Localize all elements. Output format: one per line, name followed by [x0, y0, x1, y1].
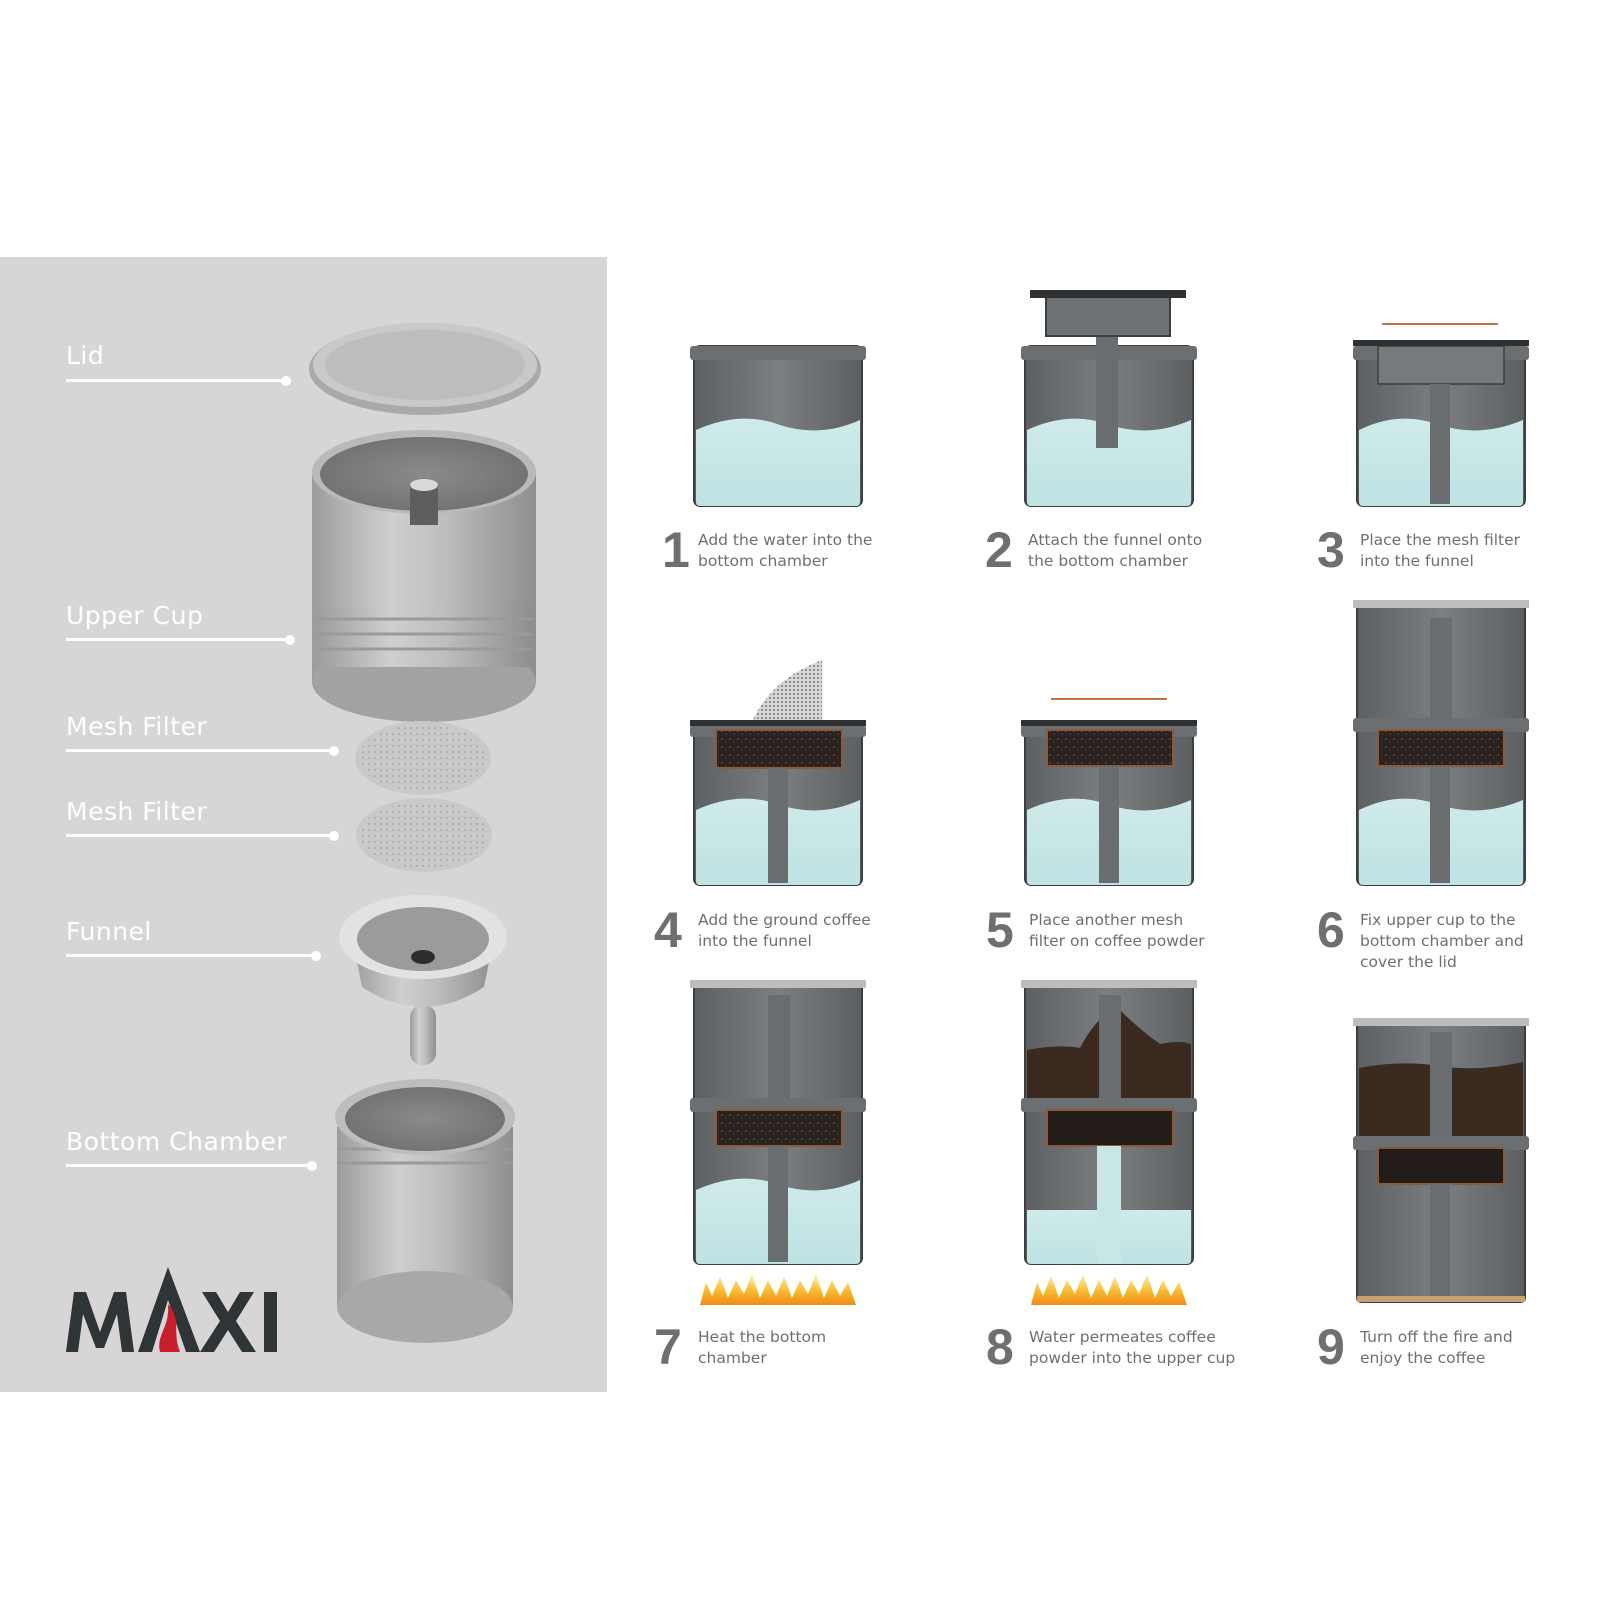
step-9-number: 9 — [1317, 1319, 1345, 1375]
upper-cup-part — [312, 430, 536, 722]
mesh-filter-part-1 — [355, 721, 491, 795]
step-5-text: Place another mesh filter on coffee powd… — [1029, 910, 1239, 952]
step-3-line-2: into the funnel — [1360, 552, 1474, 570]
part-label-mesh-filter-1: Mesh Filter — [66, 712, 208, 741]
step-8-text: Water permeates coffee powder into the u… — [1029, 1327, 1239, 1369]
step-2-line-1: Attach the funnel onto — [1028, 531, 1203, 549]
leader-line-mesh-filter-1 — [66, 745, 339, 756]
step-9-line-1: Turn off the fire and — [1360, 1328, 1513, 1346]
step-4-line-2: into the funnel — [698, 932, 812, 950]
step-2-text: Attach the funnel onto the bottom chambe… — [1028, 530, 1238, 572]
step-5-line-2: filter on coffee powder — [1029, 932, 1205, 950]
step-7-line-1: Heat the bottom — [698, 1328, 827, 1346]
step-5-number: 5 — [986, 902, 1014, 958]
step-6-line-1: Fix upper cup to the — [1360, 911, 1516, 929]
parts-panel: Lid Upper Cup Mesh Filter Mesh Filter Fu… — [0, 257, 607, 1392]
leader-line-lid — [66, 375, 291, 386]
step-1-line-2: bottom chamber — [698, 552, 828, 570]
part-label-funnel: Funnel — [66, 917, 152, 946]
step-2-line-2: the bottom chamber — [1028, 552, 1189, 570]
step-8-illustration — [1021, 980, 1197, 1305]
step-6-illustration — [1353, 600, 1529, 886]
step-9-illustration — [1353, 1018, 1529, 1303]
step-7-number: 7 — [654, 1319, 682, 1375]
step-3-number: 3 — [1317, 522, 1345, 578]
step-6-text: Fix upper cup to the bottom chamber and … — [1360, 910, 1570, 973]
step-3-illustration — [1353, 323, 1529, 507]
step-6-number: 6 — [1317, 902, 1345, 958]
part-label-lid: Lid — [66, 341, 105, 370]
step-3-line-1: Place the mesh filter — [1360, 531, 1521, 549]
step-6-line-2: bottom chamber and — [1360, 932, 1524, 950]
step-8-line-2: powder into the upper cup — [1029, 1349, 1236, 1367]
step-6-line-3: cover the lid — [1360, 953, 1457, 971]
part-label-upper-cup: Upper Cup — [66, 601, 204, 630]
leader-line-upper-cup — [66, 634, 295, 645]
step-7-text: Heat the bottom chamber — [698, 1327, 908, 1369]
step-8-line-1: Water permeates coffee — [1029, 1328, 1216, 1346]
step-7-line-2: chamber — [698, 1349, 767, 1367]
leader-line-mesh-filter-2 — [66, 830, 339, 841]
step-7-illustration — [690, 980, 866, 1305]
exploded-parts-illustration — [309, 323, 541, 1343]
step-8-number: 8 — [986, 1319, 1014, 1375]
part-label-bottom-chamber: Bottom Chamber — [66, 1127, 288, 1156]
step-4-illustration — [690, 660, 866, 886]
bottom-chamber-part — [335, 1079, 515, 1343]
step-1-text: Add the water into the bottom chamber — [698, 530, 908, 572]
step-9-text: Turn off the fire and enjoy the coffee — [1360, 1327, 1570, 1369]
lid-part — [309, 323, 541, 415]
step-5-illustration — [1021, 698, 1197, 886]
step-4-number: 4 — [654, 902, 682, 958]
step-9-line-2: enjoy the coffee — [1360, 1349, 1486, 1367]
step-4-text: Add the ground coffee into the funnel — [698, 910, 908, 952]
step-1-line-1: Add the water into the — [698, 531, 873, 549]
step-illustrations — [690, 290, 1529, 1305]
part-label-mesh-filter-2: Mesh Filter — [66, 797, 208, 826]
step-2-number: 2 — [985, 522, 1013, 578]
leader-line-funnel — [66, 950, 321, 961]
step-1-illustration — [690, 345, 866, 507]
maxi-logo — [66, 1267, 277, 1352]
mesh-filter-part-2 — [356, 798, 492, 872]
step-1-number: 1 — [662, 522, 690, 578]
step-4-line-1: Add the ground coffee — [698, 911, 871, 929]
step-3-text: Place the mesh filter into the funnel — [1360, 530, 1570, 572]
step-2-illustration — [1021, 290, 1197, 507]
funnel-part — [339, 895, 507, 1065]
step-5-line-1: Place another mesh — [1029, 911, 1184, 929]
leader-line-bottom-chamber — [66, 1160, 317, 1171]
